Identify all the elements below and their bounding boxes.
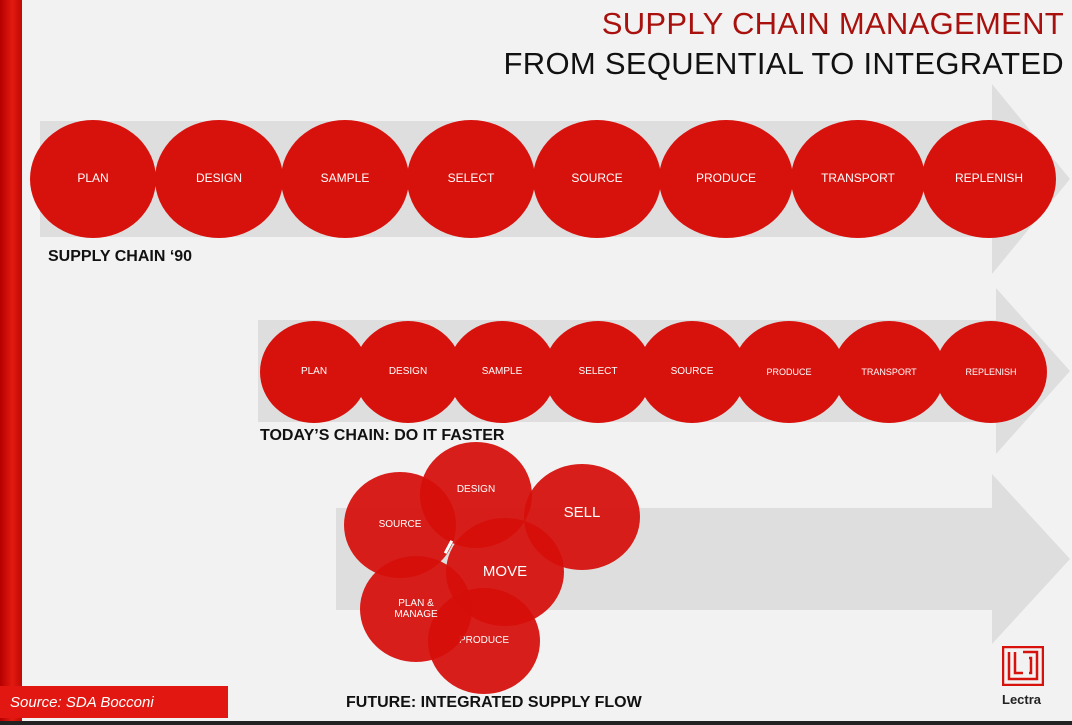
left-accent-bar bbox=[0, 0, 22, 725]
row2-step-produce: PRODUCE bbox=[733, 321, 845, 423]
row2-label: TODAY’S CHAIN: DO IT FASTER bbox=[260, 427, 505, 444]
row2-step-sample: SAMPLE bbox=[448, 321, 556, 423]
bottom-rule bbox=[0, 721, 1072, 725]
slide-subtitle: FROM SEQUENTIAL TO INTEGRATED bbox=[503, 46, 1064, 81]
row3-label: FUTURE: INTEGRATED SUPPLY FLOW bbox=[346, 694, 642, 711]
lectra-logo: Lectra bbox=[1001, 645, 1046, 707]
row1-step-source: SOURCE bbox=[533, 120, 661, 238]
row1-step-sample: SAMPLE bbox=[281, 120, 409, 238]
row2-step-source: SOURCE bbox=[638, 321, 746, 423]
lectra-logo-icon bbox=[1001, 645, 1045, 687]
row1-step-design: DESIGN bbox=[155, 120, 283, 238]
slide-title: SUPPLY CHAIN MANAGEMENT bbox=[601, 6, 1064, 41]
cluster-move: MOVE bbox=[446, 518, 564, 626]
row2-step-select: SELECT bbox=[544, 321, 652, 423]
row1-label: SUPPLY CHAIN ‘90 bbox=[48, 248, 193, 265]
row1-step-plan: PLAN bbox=[30, 120, 156, 238]
row1-step-replenish: REPLENISH bbox=[922, 120, 1056, 238]
row1-step-transport: TRANSPORT bbox=[791, 120, 925, 238]
row2-step-transport: TRANSPORT bbox=[833, 321, 945, 423]
lectra-logo-text: Lectra bbox=[1002, 692, 1042, 707]
source-note: Source: SDA Bocconi bbox=[0, 686, 228, 718]
row2-step-plan: PLAN bbox=[260, 321, 368, 423]
row1-step-select: SELECT bbox=[407, 120, 535, 238]
row2-step-design: DESIGN bbox=[354, 321, 462, 423]
row1-step-produce: PRODUCE bbox=[659, 120, 793, 238]
row2-step-replenish: REPLENISH bbox=[935, 321, 1047, 423]
